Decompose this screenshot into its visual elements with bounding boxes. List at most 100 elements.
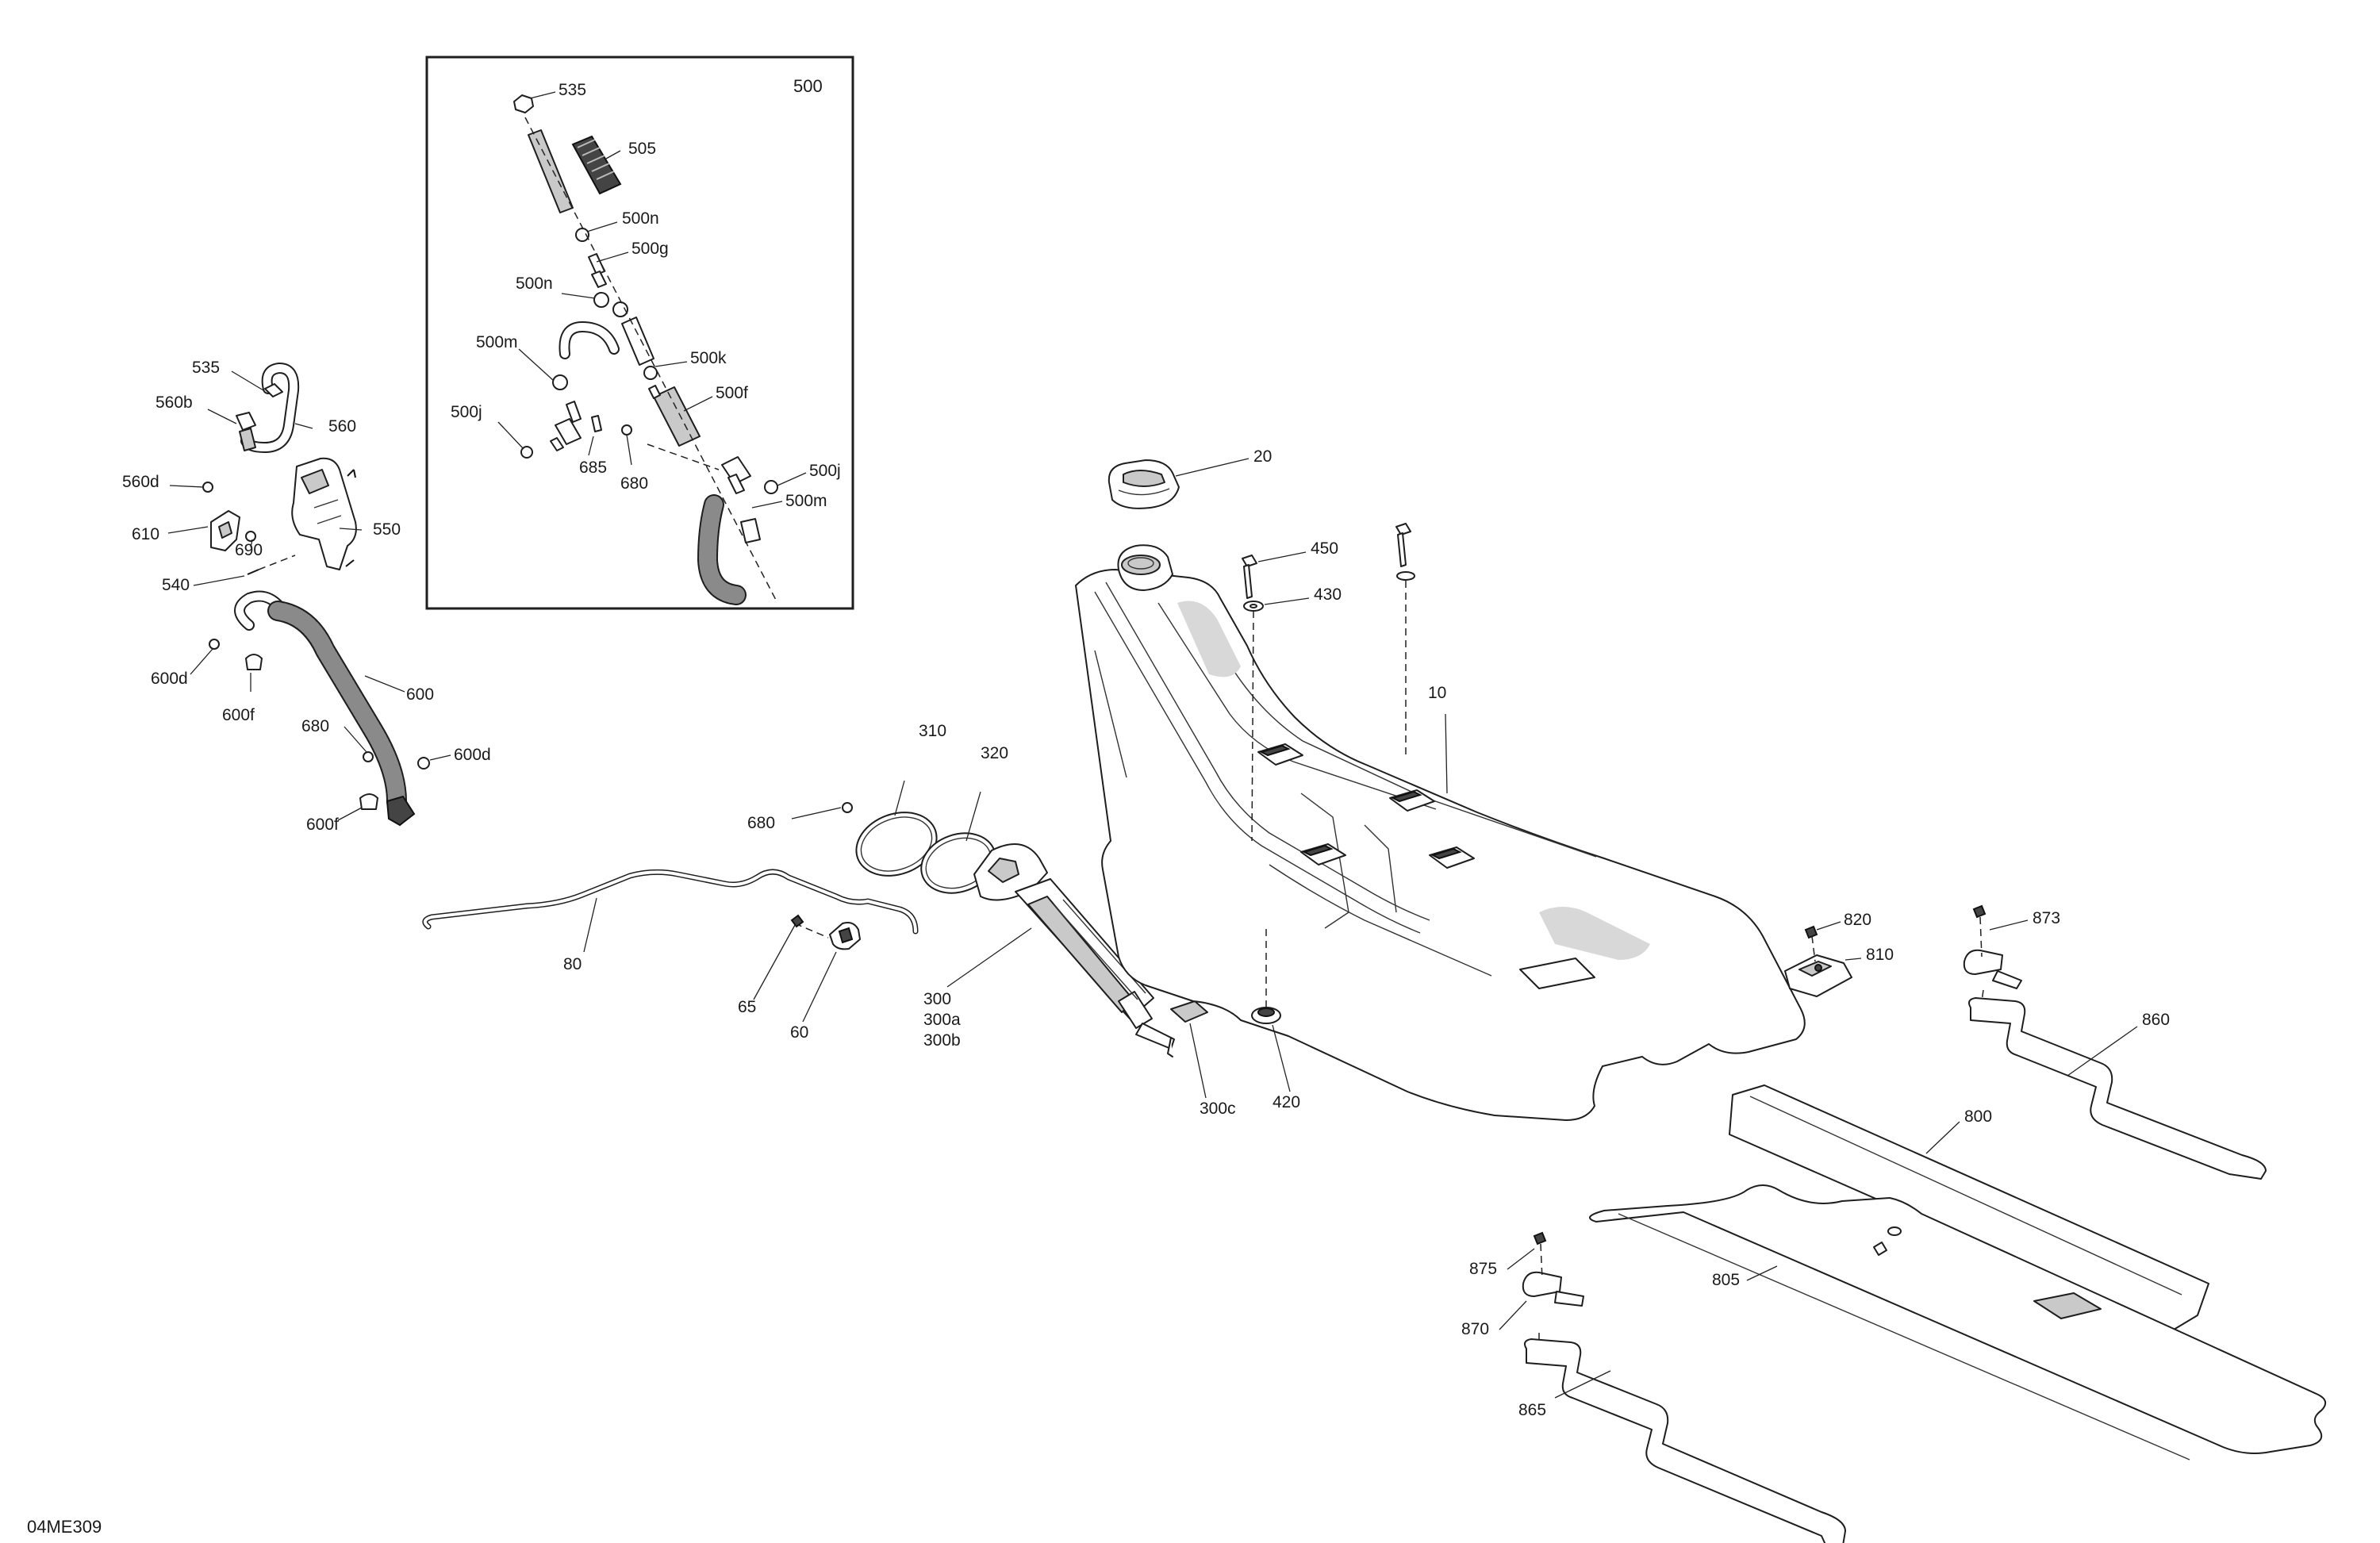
fuel-pump-300	[973, 843, 1175, 1057]
fuel-hose-600-assembly	[190, 590, 451, 827]
callout-500j-b: 500j	[809, 462, 841, 480]
callout-805: 805	[1712, 1271, 1740, 1289]
screw-540	[247, 569, 259, 575]
quick-connect-60	[829, 922, 861, 950]
bolt-450	[1242, 555, 1257, 599]
callout-300a: 300a	[923, 1011, 961, 1029]
inset-tee-fitting	[550, 374, 582, 451]
washer-430	[1243, 601, 1264, 612]
callout-810: 810	[1866, 946, 1894, 964]
bracket-873	[1963, 949, 2022, 989]
screw-875	[1533, 1231, 1547, 1246]
inset-detail-500: 500	[425, 56, 854, 610]
callout-310: 310	[919, 722, 946, 740]
clip-600d-a	[209, 639, 220, 650]
fuel-pump-assembly	[791, 780, 1208, 1099]
vent-valve-550	[291, 457, 357, 570]
skid-plate-805	[1589, 1184, 2327, 1460]
callout-600f-b: 600f	[306, 816, 339, 834]
callout-500n-a: 500n	[622, 209, 659, 228]
callout-labels: 535 505 500n 500g 500n 500m 500k 500f 50…	[122, 81, 2170, 1419]
inset-clamp-535	[513, 94, 534, 113]
callout-865: 865	[1518, 1401, 1546, 1419]
callout-860: 860	[2142, 1011, 2170, 1029]
callout-535: 535	[192, 359, 220, 377]
fuel-cap-20	[1107, 459, 1180, 509]
fuel-line-80-assembly	[422, 869, 919, 1023]
bolt-450-line	[1251, 610, 1254, 842]
fuel-line-80	[422, 869, 919, 935]
inset-label: 500	[793, 76, 823, 96]
callout-550: 550	[373, 520, 401, 539]
nut-820	[1804, 925, 1818, 939]
bracket-810	[1784, 954, 1852, 997]
inset-filter-sock-505	[571, 135, 622, 195]
callout-560d: 560d	[122, 473, 159, 491]
lock-ring-310	[855, 812, 938, 877]
callout-873: 873	[2033, 909, 2060, 927]
screw-680-b	[842, 802, 853, 813]
nut-690	[245, 531, 256, 542]
clip-65	[790, 914, 804, 928]
callout-600d-a: 600d	[151, 670, 188, 688]
inset-fuel-filter-500f	[648, 385, 701, 447]
callout-610: 610	[132, 525, 159, 543]
clamp-600f-a	[245, 654, 263, 670]
callout-500k: 500k	[690, 349, 727, 367]
clamp-600f-b	[359, 793, 378, 810]
callout-680-a: 680	[301, 717, 329, 735]
callout-875: 875	[1469, 1260, 1497, 1278]
callout-500j-a: 500j	[451, 403, 482, 421]
inset-hose-tube	[528, 129, 574, 213]
sender-float-300c	[1170, 1000, 1208, 1023]
callout-65: 65	[738, 998, 756, 1016]
callout-430: 430	[1314, 585, 1342, 604]
vent-hose-assembly	[167, 363, 363, 586]
inset-screw-685	[591, 415, 602, 432]
callout-690: 690	[235, 541, 263, 559]
callout-600f-a: 600f	[222, 706, 255, 724]
connector-560b	[236, 412, 256, 431]
inset-clamp-500j-a	[520, 446, 533, 459]
callout-600: 600	[406, 685, 434, 704]
bracket-610	[210, 510, 240, 551]
strap-865	[1524, 1338, 1846, 1543]
clip-560d	[202, 482, 213, 493]
callout-10: 10	[1428, 684, 1446, 702]
callout-500m-b: 500m	[785, 492, 827, 510]
callout-320: 320	[981, 744, 1008, 762]
inset-elbow-hose	[559, 321, 620, 359]
callout-500g: 500g	[631, 240, 669, 258]
corrugated-hose-600	[267, 601, 407, 812]
grommet-420	[1251, 1007, 1281, 1024]
inset-connector-500n-b	[593, 292, 628, 317]
inset-connector-500g	[588, 253, 607, 288]
inset-tube-500k	[621, 317, 658, 380]
drawing-reference: 04ME309	[27, 1517, 102, 1537]
callout-560b: 560b	[155, 393, 193, 412]
callout-420: 420	[1273, 1093, 1300, 1111]
callout-600d-b: 600d	[454, 746, 491, 764]
callout-500n-b: 500n	[516, 274, 553, 293]
callout-685: 685	[579, 459, 607, 477]
heat-shield-800	[1729, 1084, 2209, 1330]
callout-535-inset: 535	[559, 81, 586, 99]
inset-assembly-line	[524, 117, 778, 604]
callout-560: 560	[328, 417, 356, 436]
callout-540: 540	[162, 576, 190, 594]
callout-300: 300	[923, 990, 951, 1008]
screw-873	[1972, 904, 1987, 919]
callout-680-b: 680	[747, 814, 775, 832]
bracket-870	[1522, 1271, 1584, 1307]
bolt-right	[1395, 523, 1415, 581]
screw-680-a	[363, 751, 374, 762]
inset-corrugated-hose-500m	[697, 494, 761, 605]
callout-505: 505	[628, 140, 656, 158]
fuel-tank-10	[1075, 544, 1806, 1121]
clip-600d-b	[417, 757, 430, 770]
strap-860	[1968, 997, 2267, 1180]
clamp-535	[264, 383, 283, 397]
screw-550-top	[347, 469, 356, 478]
callout-500f: 500f	[716, 384, 748, 402]
